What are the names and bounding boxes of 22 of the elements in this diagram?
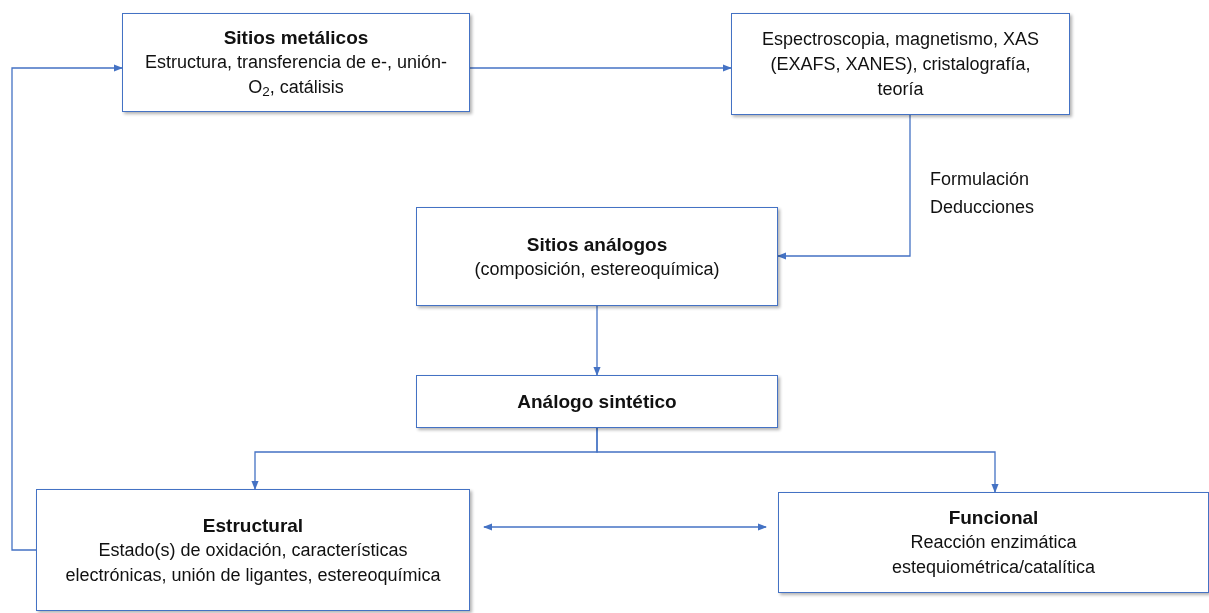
box-heading: Estructural — [202, 513, 304, 538]
arrow — [596, 427, 999, 493]
box-heading: Funcional — [948, 506, 1039, 530]
box-text: Estructura, transferencia de e-, unión-O$_{2}$, catálisis — [143, 51, 449, 100]
box-heading: Sitios análogos — [526, 232, 668, 257]
box-text: Reacción enzimática estequiométrica/catalítica — [890, 531, 1097, 579]
process-box — [36, 489, 470, 611]
arrow — [593, 305, 601, 376]
box-heading: Análogo sintético — [517, 390, 677, 414]
process-box — [416, 375, 778, 428]
arrow — [777, 114, 911, 260]
box-text: (composición, estereoquímica) — [474, 257, 720, 281]
process-box — [778, 492, 1209, 593]
box-text: Estado(s) de oxidación, características electrónicas, unión de ligantes, estereoquímica — [64, 538, 442, 587]
arrow — [11, 64, 123, 551]
arrow — [483, 523, 767, 531]
box-heading: Sitios metálicos — [223, 26, 369, 50]
arrow — [469, 64, 732, 72]
process-box — [731, 13, 1070, 115]
box-text: Espectroscopia, magnetismo, XAS (EXAFS, XANES), cristalografía, teoría — [760, 27, 1041, 101]
process-box — [122, 13, 470, 112]
process-box — [416, 207, 778, 306]
